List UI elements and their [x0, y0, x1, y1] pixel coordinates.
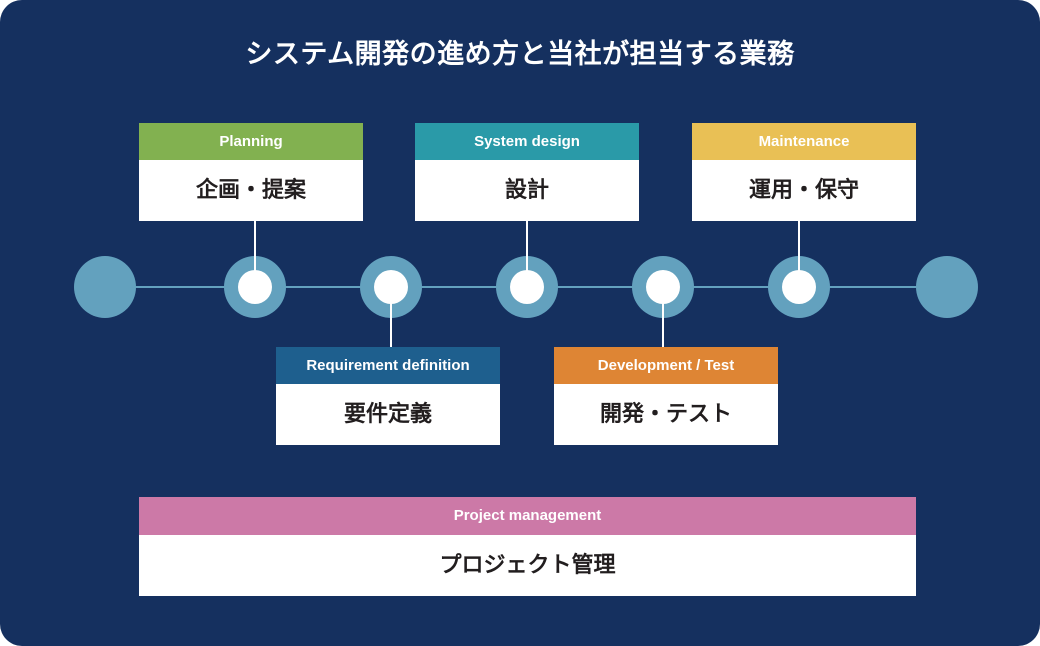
- timeline-node-center: [510, 270, 544, 304]
- timeline-node-center: [238, 270, 272, 304]
- project-management-card: Project management プロジェクト管理: [139, 497, 916, 596]
- project-management-label-en: Project management: [139, 497, 916, 535]
- connector-development: [662, 303, 664, 347]
- phase-label-en: System design: [415, 123, 639, 160]
- phase-label-en: Requirement definition: [276, 347, 500, 384]
- phase-card-development: Development / Test 開発・テスト: [554, 347, 778, 445]
- timeline-node-maintenance: [768, 256, 830, 318]
- timeline-node-center: [374, 270, 408, 304]
- timeline-end-node: [916, 256, 978, 318]
- project-management-label-ja: プロジェクト管理: [439, 553, 616, 578]
- phase-card-requirement: Requirement definition 要件定義: [276, 347, 500, 445]
- phase-label-ja: 要件定義: [343, 402, 432, 427]
- connector-system-design: [526, 221, 528, 271]
- phase-label-ja: 運用・保守: [748, 178, 859, 203]
- phase-label-ja: 設計: [504, 178, 549, 203]
- phase-label-ja: 開発・テスト: [599, 402, 732, 427]
- phase-label-en: Maintenance: [692, 123, 916, 160]
- connector-maintenance: [798, 221, 800, 271]
- connector-requirement: [390, 303, 392, 347]
- phase-card-planning: Planning 企画・提案: [139, 123, 363, 221]
- phase-card-maintenance: Maintenance 運用・保守: [692, 123, 916, 221]
- timeline-start-node: [74, 256, 136, 318]
- phase-label-en: Development / Test: [554, 347, 778, 384]
- phase-label-en: Planning: [139, 123, 363, 160]
- phase-card-system-design: System design 設計: [415, 123, 639, 221]
- connector-planning: [254, 221, 256, 271]
- timeline-node-center: [646, 270, 680, 304]
- timeline-node-planning: [224, 256, 286, 318]
- timeline-node-center: [782, 270, 816, 304]
- timeline-node-requirement: [360, 256, 422, 318]
- phase-label-ja: 企画・提案: [195, 178, 306, 203]
- diagram-title: システム開発の進め方と当社が担当する業務: [245, 39, 795, 70]
